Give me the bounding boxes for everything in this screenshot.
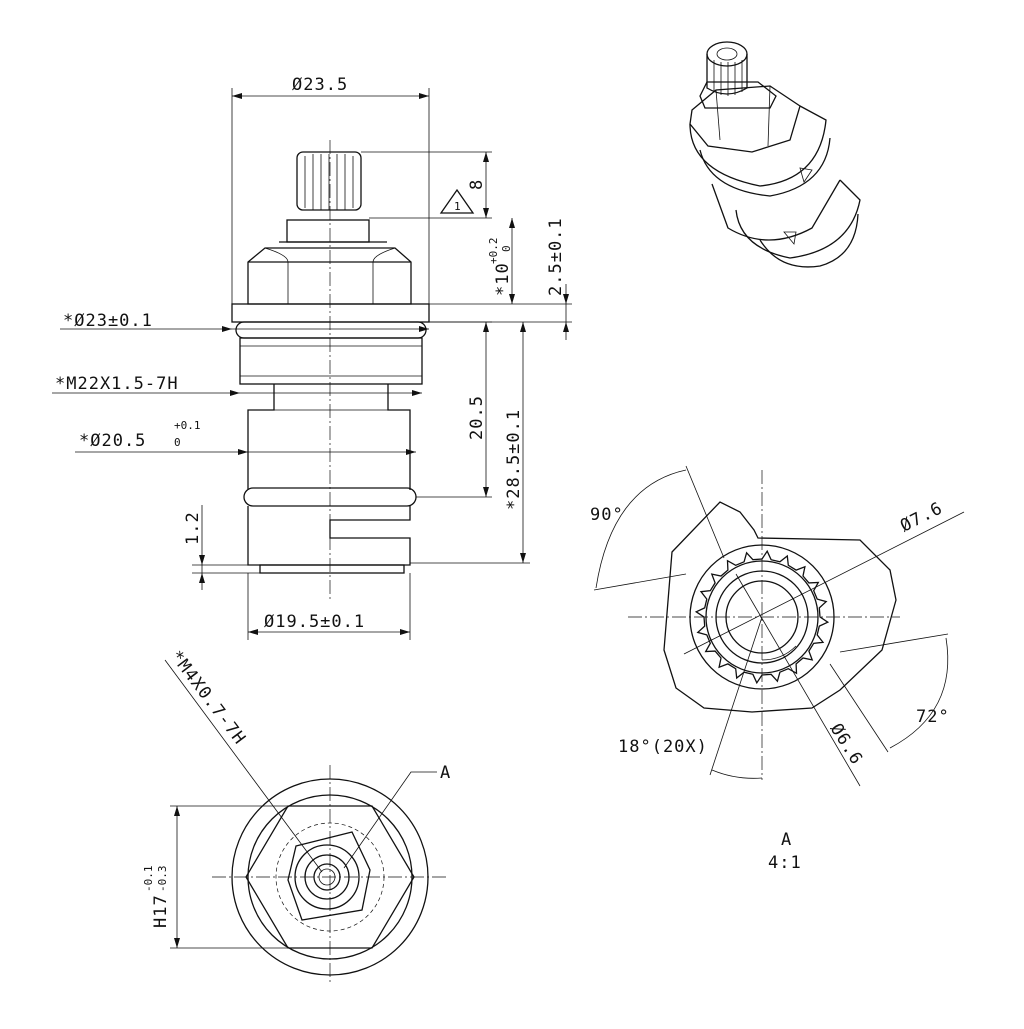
front-view: Ø23.5 8 1 *10 +0.2 0 2.5±0.1 *Ø23±0.1 *M…	[52, 75, 572, 640]
bottom-thread-callout: *M4X0.7-7H	[166, 647, 250, 749]
dim-body-height: 20.5	[467, 395, 487, 440]
dim-total-height: *28.5±0.1	[504, 409, 524, 510]
spline-pitch-label: 18°(20X)	[618, 737, 708, 757]
dim-seal-tol-bot: 0	[174, 436, 181, 449]
note-flag-triangle	[439, 188, 475, 214]
dim-flange-diameter: *Ø23±0.1	[63, 311, 153, 331]
dia-inner-label: Ø6.6	[826, 720, 867, 769]
dim-hex-tol-bot: -0.3	[156, 866, 169, 893]
dim-spline-height: 8	[467, 179, 487, 190]
dim-thread: *M22X1.5-7H	[55, 374, 179, 394]
dim-stem-tol-bot: 0	[500, 245, 513, 252]
dim-hex-size: H17	[151, 894, 171, 928]
note-flag-number: 1	[454, 200, 461, 213]
detail-scale: 4:1	[768, 853, 802, 873]
isometric-view	[689, 41, 861, 268]
dim-bottom-gap: 1.2	[183, 511, 203, 545]
dim-stem-tol-top: +0.2	[487, 238, 500, 265]
detail-title: A	[781, 830, 792, 850]
detail-view-a: 90° Ø7.6 72° 18°(20X) Ø6.6 A 4:1	[590, 465, 965, 873]
angle-90-label: 90°	[590, 505, 624, 525]
dim-flange-height: 2.5±0.1	[546, 217, 566, 296]
dim-diameter-top: Ø23.5	[292, 75, 348, 95]
dim-seal-tol-top: +0.1	[174, 419, 201, 432]
dia-outer-label: Ø7.6	[897, 498, 946, 536]
spline-gear-profile	[694, 549, 830, 685]
angle-72-label: 72°	[916, 707, 950, 727]
dim-hex-tol-top: -0.1	[142, 866, 155, 893]
bottom-view: *M4X0.7-7H A H17 -0.1 -0.3	[142, 647, 451, 985]
dim-stem-height: *10	[493, 262, 513, 296]
dim-seal-diameter: *Ø20.5	[79, 431, 146, 451]
dim-bottom-diameter: Ø19.5±0.1	[264, 612, 365, 632]
detail-leader-label: A	[440, 763, 451, 783]
